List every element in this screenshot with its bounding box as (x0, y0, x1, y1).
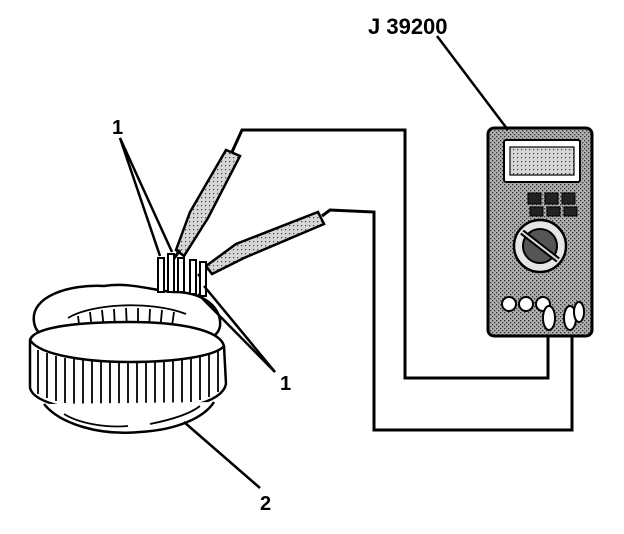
upper-probe (168, 148, 242, 265)
test-lead-wires (230, 128, 574, 432)
multimeter-icon (486, 126, 594, 338)
callout-leads-label: 1 (112, 117, 123, 139)
callout-stator-label: 2 (260, 493, 271, 515)
stator-icon (28, 253, 228, 434)
stator-leads (157, 253, 207, 297)
meter-label: J 39200 (368, 14, 448, 39)
stator-winding-bottom (43, 401, 216, 434)
callout-leads-lower-label: 1 (280, 373, 291, 395)
upper-lead-wire (230, 128, 550, 380)
stator-laminations (37, 350, 219, 409)
lower-probe (197, 210, 326, 278)
meter-dial (512, 218, 568, 274)
probe-icon (168, 148, 326, 278)
lower-lead-wire (321, 208, 574, 432)
callout-lines (118, 35, 509, 489)
meter-buttons (527, 192, 578, 217)
meter-jacks (501, 296, 585, 331)
